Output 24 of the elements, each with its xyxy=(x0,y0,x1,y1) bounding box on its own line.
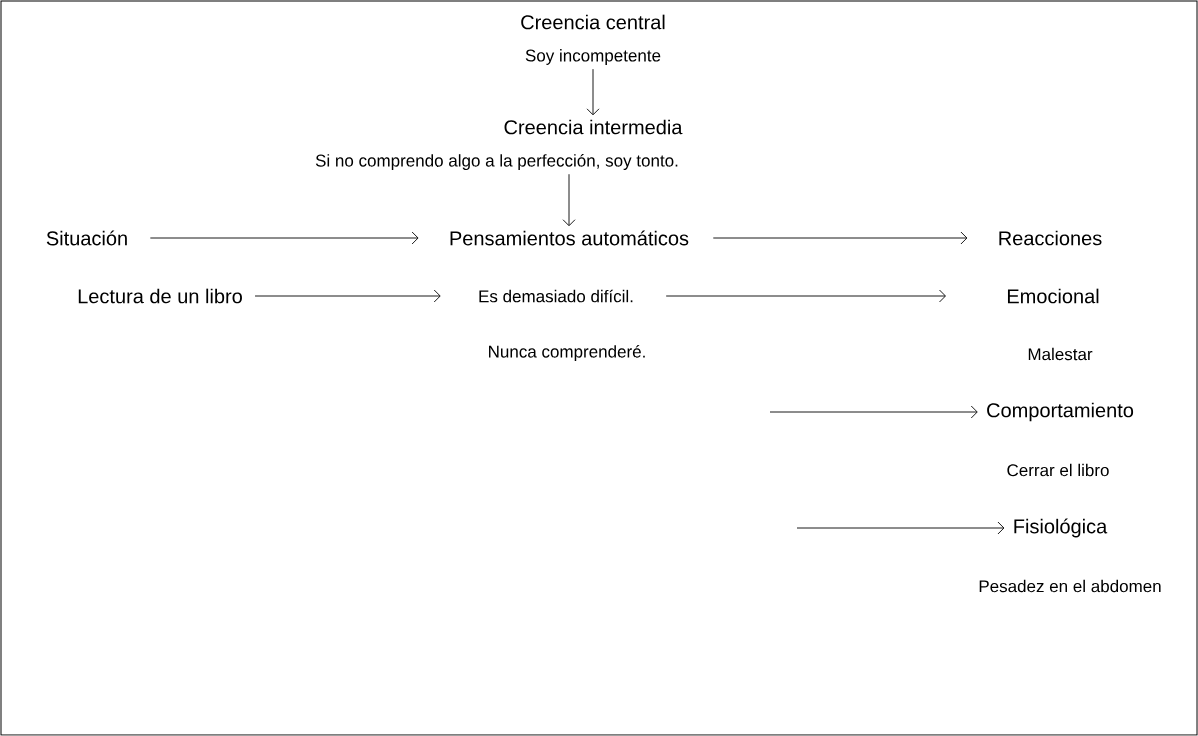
arrow xyxy=(796,521,1005,535)
text-label: Situación xyxy=(46,230,127,246)
arrow xyxy=(149,231,419,245)
text-label: Fisiológica xyxy=(1014,518,1108,538)
text-label: Comportamiento xyxy=(987,402,1134,422)
arrow xyxy=(665,289,946,303)
text-label: Cerrar el libro xyxy=(1007,463,1109,477)
text-label: Si no comprendo algo a la perfección, soy tonto. xyxy=(315,154,678,171)
arrow xyxy=(712,231,968,245)
text-label: Nunca comprenderé. xyxy=(489,345,645,362)
text-label: Reacciones xyxy=(999,230,1102,246)
arrow xyxy=(586,68,600,116)
text-label: Pensamientos automáticos xyxy=(450,230,689,246)
text-label: Emocional xyxy=(1007,288,1099,304)
text-label: Lectura de un libro xyxy=(78,288,242,304)
text-label: Es demasiado difícil. xyxy=(479,289,633,303)
text-label: Malestar xyxy=(1028,347,1093,361)
arrow xyxy=(254,289,441,303)
arrow xyxy=(769,405,978,419)
text-label: Pesadez en el abdomen xyxy=(979,579,1161,593)
text-label: Creencia intermedia xyxy=(504,119,683,135)
arrow xyxy=(562,173,576,227)
text-label: Soy incompetente xyxy=(525,49,661,65)
text-label: Creencia central xyxy=(521,14,665,30)
